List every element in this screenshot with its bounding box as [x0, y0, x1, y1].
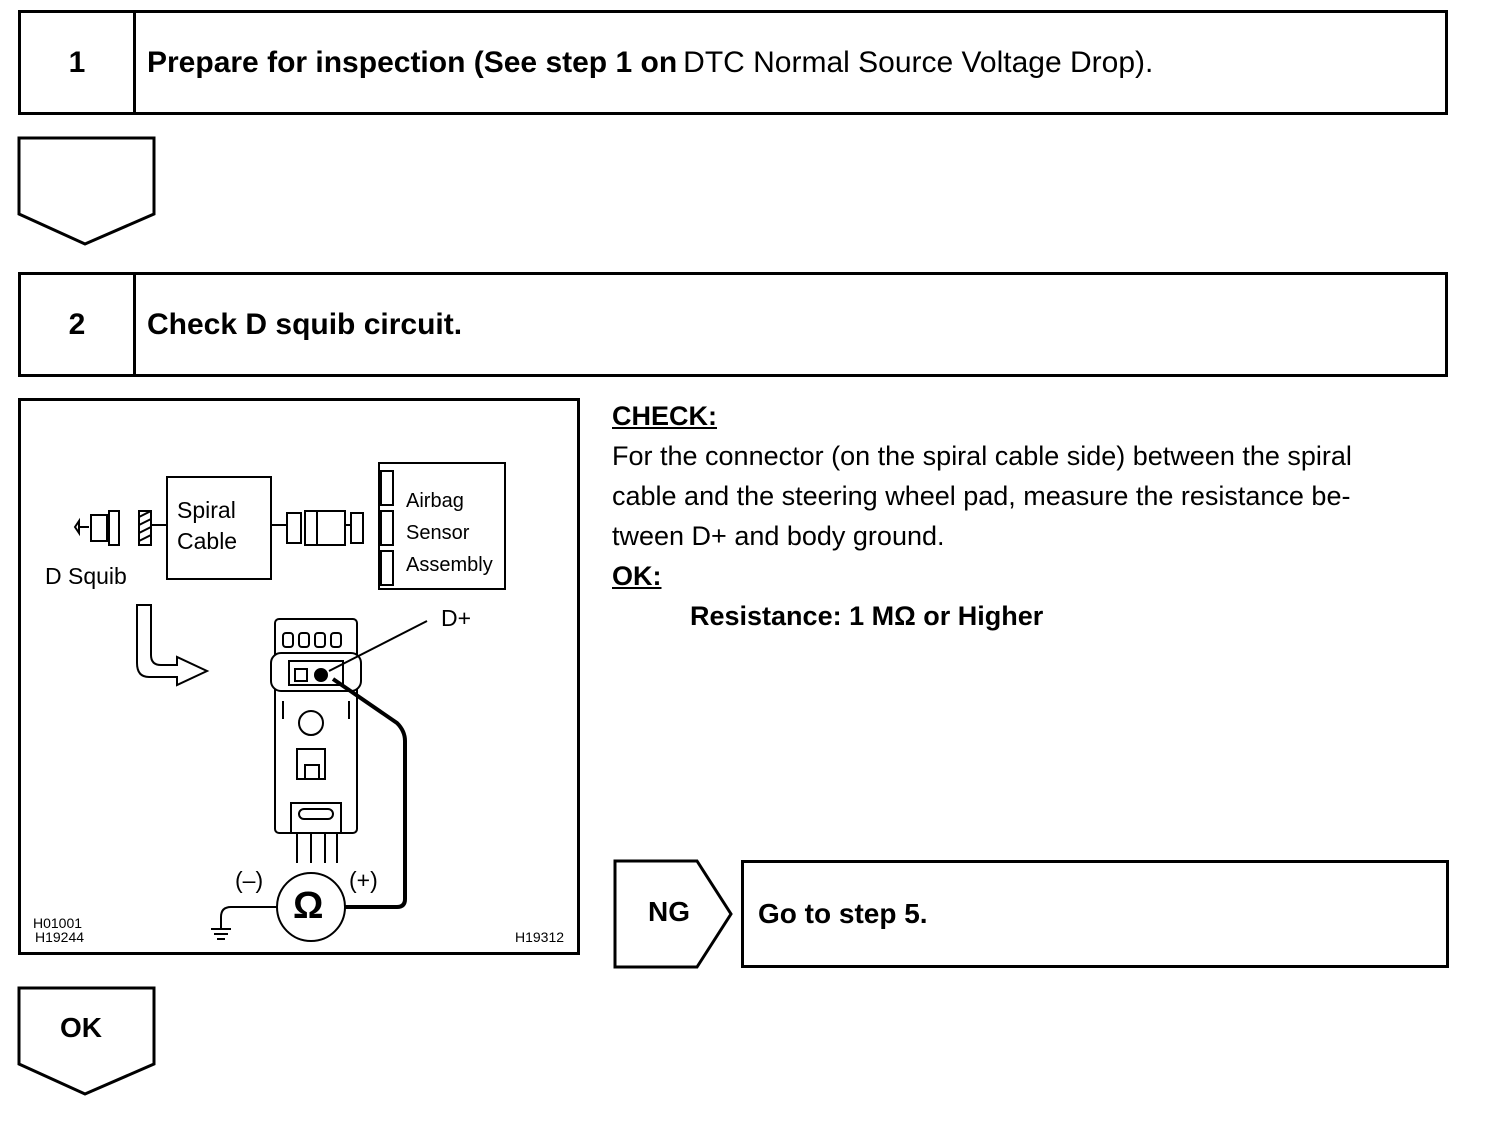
- resistance-spec: Resistance: 1 MΩ or Higher: [690, 601, 1044, 631]
- ohm-symbol: Ω: [293, 885, 324, 927]
- check-instruction: For the connector (on the spiral cable s…: [612, 436, 1457, 556]
- check-heading: CHECK:: [612, 401, 717, 431]
- figure-code-h19244: H19244: [35, 929, 85, 945]
- spiral-cable-label: Spiral Cable: [177, 497, 238, 554]
- airbag-sensor-box: [378, 462, 506, 590]
- step-2-box: 2 Check D squib circuit.: [18, 272, 1448, 377]
- d-plus-label: D+: [441, 605, 472, 631]
- ng-arrow-shape: [613, 859, 733, 969]
- proceed-arrow-shape: [17, 136, 156, 246]
- check-section: CHECK: For the connector (on the spiral …: [612, 396, 1457, 636]
- bent-arrow: [136, 604, 210, 687]
- minus-terminal-label: (–): [235, 867, 264, 893]
- step-2-title: Check D squib circuit.: [147, 307, 463, 341]
- ng-action-box: Go to step 5.: [741, 860, 1449, 968]
- figure-code-h19312: H19312: [515, 929, 565, 945]
- d-squib-label: D Squib: [45, 563, 127, 589]
- d-squib-connector: [73, 517, 89, 537]
- ok-heading: OK:: [612, 561, 662, 591]
- check-instruction-line-2: cable and the steering wheel pad, measur…: [612, 481, 1351, 511]
- check-instruction-line-1: For the connector (on the spiral cable s…: [612, 441, 1352, 471]
- ok-label: OK: [60, 1012, 102, 1043]
- circuit-figure: Spiral Cable Airbag Sensor Assembly D Sq…: [18, 398, 580, 955]
- plus-terminal-label: (+): [349, 867, 378, 893]
- airbag-sensor-label: Airbag Sensor Assembly: [406, 490, 493, 576]
- step-1-reference-link[interactable]: DTC Normal Source Voltage Drop).: [683, 45, 1154, 79]
- check-instruction-line-3: tween D+ and body ground.: [612, 521, 945, 551]
- step-1-title-text: Prepare for inspection (See step 1 on: [147, 45, 678, 79]
- ng-action-text[interactable]: Go to step 5.: [758, 898, 928, 929]
- step-2-number: 2: [21, 275, 136, 374]
- circuit-diagram: [73, 462, 506, 942]
- step-1-box: 1 Prepare for inspection (See step 1 on …: [18, 10, 1448, 115]
- step-1-number: 1: [21, 13, 136, 112]
- step-1-title: Prepare for inspection (See step 1 on DT…: [147, 13, 1153, 112]
- ok-arrow-shape: [17, 986, 156, 1096]
- spiral-cable-box: [166, 476, 272, 580]
- figure-code-h01001: H01001: [33, 915, 83, 931]
- ng-label: NG: [648, 896, 690, 927]
